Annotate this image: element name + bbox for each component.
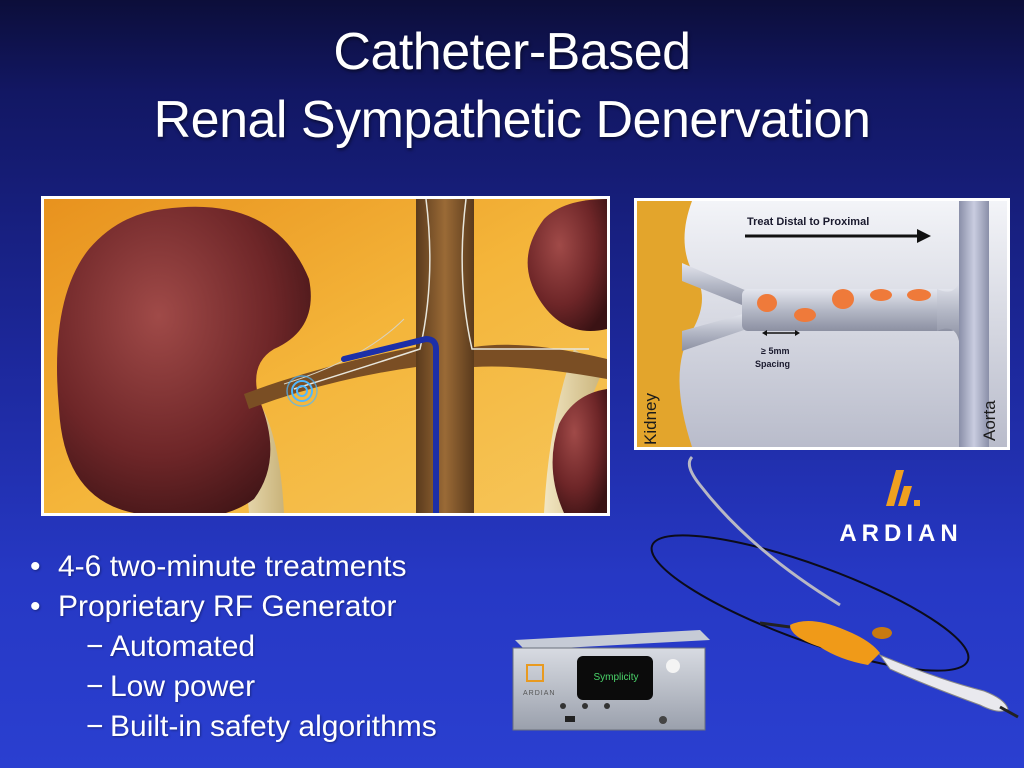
spacing-label-line2: Spacing: [755, 359, 791, 369]
kidney-label: Kidney: [641, 393, 660, 445]
ardian-mark-icon: [886, 470, 920, 506]
sub-bullet-item: −Low power: [86, 670, 256, 703]
catheter-handle: [878, 653, 1009, 712]
handle-grip: [790, 621, 880, 665]
kidney-illustration: [41, 196, 610, 516]
generator-screen-text: Symplicity: [593, 672, 639, 683]
sub-bullet-item: −Automated: [86, 630, 256, 663]
direction-label: Treat Distal to Proximal: [747, 216, 870, 228]
bullet-list: •4-6 two-minute treatments •Proprietary …: [30, 547, 437, 747]
aorta-vessel: [416, 199, 474, 513]
kidney-right-upper: [527, 199, 607, 331]
catheter-device: [650, 455, 1019, 719]
kidney-left: [57, 206, 311, 513]
sub-bullet-item: −Built-in safety algorithms: [86, 710, 437, 743]
ablation-diagram: Treat Distal to Proximal ≥ 5mm Spacing K…: [634, 198, 1010, 450]
bullet-item: •Proprietary RF Generator: [30, 590, 397, 623]
spacing-label-line1: ≥ 5mm: [761, 346, 790, 356]
generator-screen: [577, 656, 653, 700]
catheter-line: [341, 335, 439, 513]
slide-title-line1: Catheter-Based: [333, 23, 691, 81]
rf-generator: Symplicity ARDIAN: [505, 620, 715, 738]
generator-brand-text: ARDIAN: [523, 690, 556, 697]
ardian-logo-text: ARDIAN: [839, 520, 963, 547]
ardian-logo: ARDIAN: [826, 468, 986, 548]
kidney-right-lower: [552, 389, 607, 513]
bullet-item: •4-6 two-minute treatments: [30, 550, 407, 583]
renal-artery-right: [474, 344, 607, 379]
slide-title-line2: Renal Sympathetic Denervation: [153, 91, 871, 149]
aorta-label: Aorta: [980, 400, 999, 441]
renal-artery-tube: [742, 289, 957, 331]
aorta-shape: [959, 201, 989, 447]
ablation-spots: [757, 289, 931, 322]
kidney-shape: [637, 201, 702, 447]
